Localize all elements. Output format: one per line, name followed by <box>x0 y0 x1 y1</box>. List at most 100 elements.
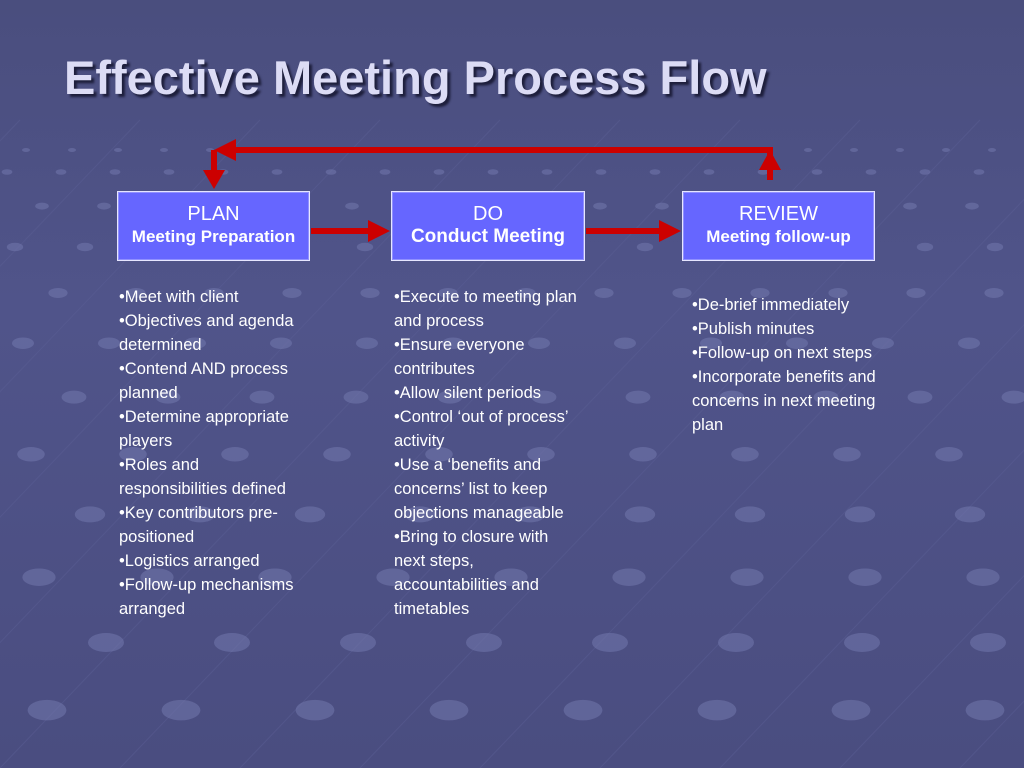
background-dot <box>161 699 201 721</box>
background-dot <box>907 390 933 404</box>
background-dot <box>649 169 661 175</box>
list-item: •Execute to meeting plan and process <box>394 288 577 330</box>
background-dot <box>614 337 636 349</box>
background-dot <box>844 633 880 653</box>
background-dot <box>17 447 45 462</box>
background-dot <box>697 699 737 721</box>
list-item: •Incorporate benefits and concerns in ne… <box>692 368 876 434</box>
background-dot <box>831 699 871 721</box>
do-label: DO <box>473 203 503 225</box>
background-dot <box>433 169 445 175</box>
list-item: •Control ‘out of process’ activity <box>394 408 568 450</box>
background-dot <box>984 287 1004 298</box>
list-item: •Contend AND process planned <box>119 360 289 402</box>
background-dot <box>594 287 614 298</box>
background-dot <box>356 337 378 349</box>
background-dot <box>786 337 808 349</box>
list-item: •Follow-up mechanisms arranged <box>119 576 294 618</box>
feedback-loop-arrowhead-left <box>214 139 236 161</box>
plan-label: PLAN <box>187 203 240 225</box>
background-dot <box>734 506 766 523</box>
background-dot <box>356 242 374 252</box>
review-list: •De-brief immediately •Publish minutes •… <box>692 293 882 437</box>
plan-box: PLAN Meeting Preparation <box>117 191 310 261</box>
background-dot <box>271 169 283 175</box>
background-dot <box>270 337 292 349</box>
background-dot <box>966 568 1000 586</box>
background-dot <box>942 148 950 152</box>
background-dot <box>896 148 904 152</box>
background-dot <box>88 633 124 653</box>
background-dot <box>919 169 931 175</box>
background-dot <box>323 447 351 462</box>
background-dot <box>935 447 963 462</box>
background-dot <box>624 506 656 523</box>
plan-list: •Meet with client •Objectives and agenda… <box>119 285 309 621</box>
grid-line <box>599 324 1024 768</box>
background-dot <box>865 169 877 175</box>
background-dot <box>541 169 553 175</box>
background-dot <box>804 148 812 152</box>
background-dot <box>903 202 917 210</box>
background-dot <box>249 390 275 404</box>
background-dot <box>750 287 770 298</box>
list-item: •Objectives and agenda determined <box>119 312 294 354</box>
background-dot <box>719 390 745 404</box>
background-dot <box>844 506 876 523</box>
background-dot <box>221 447 249 462</box>
background-dot <box>595 169 607 175</box>
background-dot <box>1001 390 1024 404</box>
do-sublabel: Conduct Meeting <box>410 226 566 247</box>
list-item: •Use a ‘benefits and concerns’ list to k… <box>394 456 564 522</box>
background-dot <box>1 169 13 175</box>
background-dot <box>970 633 1006 653</box>
background-dot <box>68 148 76 152</box>
slide-title: Effective Meeting Process Flow <box>64 51 767 104</box>
background-dot <box>294 506 326 523</box>
background-dot <box>437 390 463 404</box>
background-dot <box>119 447 147 462</box>
background-dot <box>516 287 536 298</box>
list-item: •Determine appropriate players <box>119 408 289 450</box>
background-dot <box>442 337 464 349</box>
background-dot <box>916 242 934 252</box>
background-dot <box>163 169 175 175</box>
background-dot <box>345 202 359 210</box>
background-dot <box>625 390 651 404</box>
background-dot <box>114 148 122 152</box>
background-dot <box>340 633 376 653</box>
background-dot <box>528 337 550 349</box>
background-dot <box>906 287 926 298</box>
review-label: REVIEW <box>739 203 818 225</box>
background-dot <box>295 699 335 721</box>
background-dot <box>965 202 979 210</box>
list-item: •Roles and responsibilities defined <box>119 456 286 498</box>
grid-line <box>839 574 1024 768</box>
background-dot <box>531 390 557 404</box>
background-dot <box>27 699 67 721</box>
feedback-arrowhead-down <box>203 170 225 189</box>
review-box: REVIEW Meeting follow-up <box>682 191 875 261</box>
background-dot <box>22 148 30 152</box>
background-dot <box>718 633 754 653</box>
feedback-loop-arrowhead-up <box>759 150 781 170</box>
background-dot <box>487 169 499 175</box>
background-dot <box>965 699 1005 721</box>
background-dot <box>731 447 759 462</box>
background-dot <box>376 568 410 586</box>
list-item: •Key contributors pre-positioned <box>119 504 278 546</box>
background-dot <box>757 169 769 175</box>
grid-line <box>479 198 1024 768</box>
background-dot <box>12 337 34 349</box>
background-dot <box>730 568 764 586</box>
list-item: •Publish minutes <box>692 320 815 338</box>
background-dot <box>184 506 216 523</box>
background-dot <box>612 568 646 586</box>
background-dot <box>343 390 369 404</box>
background-dot <box>404 506 436 523</box>
background-dot <box>109 169 121 175</box>
background-dot <box>140 568 174 586</box>
background-dot <box>61 390 87 404</box>
